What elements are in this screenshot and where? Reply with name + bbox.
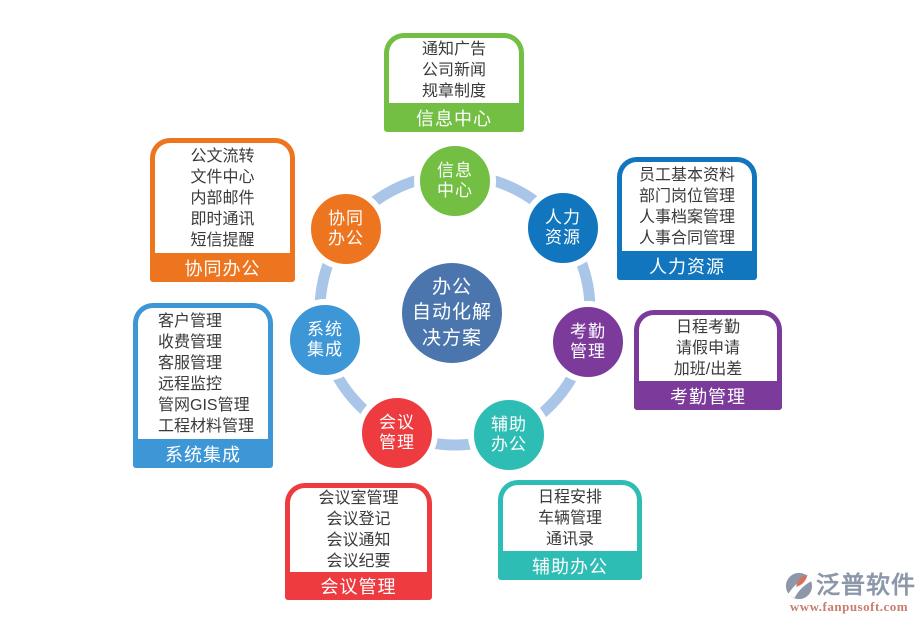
callout-title: 信息中心: [416, 108, 492, 129]
node-label: 信息 中心: [437, 160, 473, 200]
callout-items: 日程安排 车辆管理 通讯录: [503, 485, 637, 551]
node-info-center: 信息 中心: [414, 140, 496, 222]
fanpu-logo: 泛普软件 www.fanpusoft.com: [782, 572, 916, 615]
logo-url: www.fanpusoft.com: [789, 599, 909, 614]
fanpu-logo-icon: [785, 572, 813, 600]
callout-aux-office: 日程安排 车辆管理 通讯录 辅助办公: [498, 480, 642, 580]
node-aux-office: 辅助 办公: [468, 394, 550, 476]
callout-items: 员工基本资料 部门岗位管理 人事档案管理 人事合同管理: [622, 162, 752, 251]
node-system-integration: 系统 集成: [284, 299, 366, 381]
callout-meeting: 会议室管理 会议登记 会议通知 会议纪要 会议管理: [285, 483, 432, 600]
node-label: 考勤 管理: [570, 321, 606, 361]
callout-title: 人力资源: [649, 256, 725, 277]
callout-items: 客户管理 收费管理 客服管理 远程监控 管网GIS管理 工程材料管理: [138, 308, 268, 439]
callout-items: 日程考勤 请假申请 加班/出差: [639, 315, 777, 381]
callout-title: 辅助办公: [532, 556, 608, 577]
logo-title: 泛普软件: [816, 571, 916, 599]
callout-items: 通知广告 公司新闻 规章制度: [389, 38, 519, 103]
callout-title: 考勤管理: [670, 386, 746, 407]
callout-attendance: 日程考勤 请假申请 加班/出差 考勤管理: [634, 310, 782, 410]
node-meeting: 会议 管理: [356, 392, 438, 474]
node-label: 人力 资源: [545, 207, 581, 247]
callout-title: 会议管理: [320, 577, 397, 597]
node-human-resources: 人力 资源: [522, 187, 604, 269]
node-center-solution: 办公 自动化解 决方案: [402, 263, 502, 363]
callout-collab-office: 公文流转 文件中心 内部邮件 即时通讯 短信提醒 协同办公: [150, 138, 295, 282]
node-label: 会议 管理: [379, 412, 415, 452]
callout-items: 公文流转 文件中心 内部邮件 即时通讯 短信提醒: [155, 143, 290, 253]
callout-system-integration: 客户管理 收费管理 客服管理 远程监控 管网GIS管理 工程材料管理 系统集成: [133, 303, 273, 468]
node-label: 协同 办公: [328, 208, 364, 248]
node-label: 系统 集成: [307, 319, 343, 359]
callout-title: 系统集成: [165, 444, 241, 465]
callout-title: 协同办公: [184, 258, 261, 279]
callout-human-resources: 员工基本资料 部门岗位管理 人事档案管理 人事合同管理 人力资源: [617, 157, 757, 280]
center-label: 办公 自动化解 决方案: [411, 276, 492, 349]
callout-info-center: 通知广告 公司新闻 规章制度 信息中心: [384, 33, 524, 132]
node-label: 辅助 办公: [491, 414, 527, 454]
callout-items: 会议室管理 会议登记 会议通知 会议纪要: [290, 488, 427, 572]
node-collab-office: 协同 办公: [305, 188, 387, 270]
node-attendance: 考勤 管理: [547, 301, 629, 383]
